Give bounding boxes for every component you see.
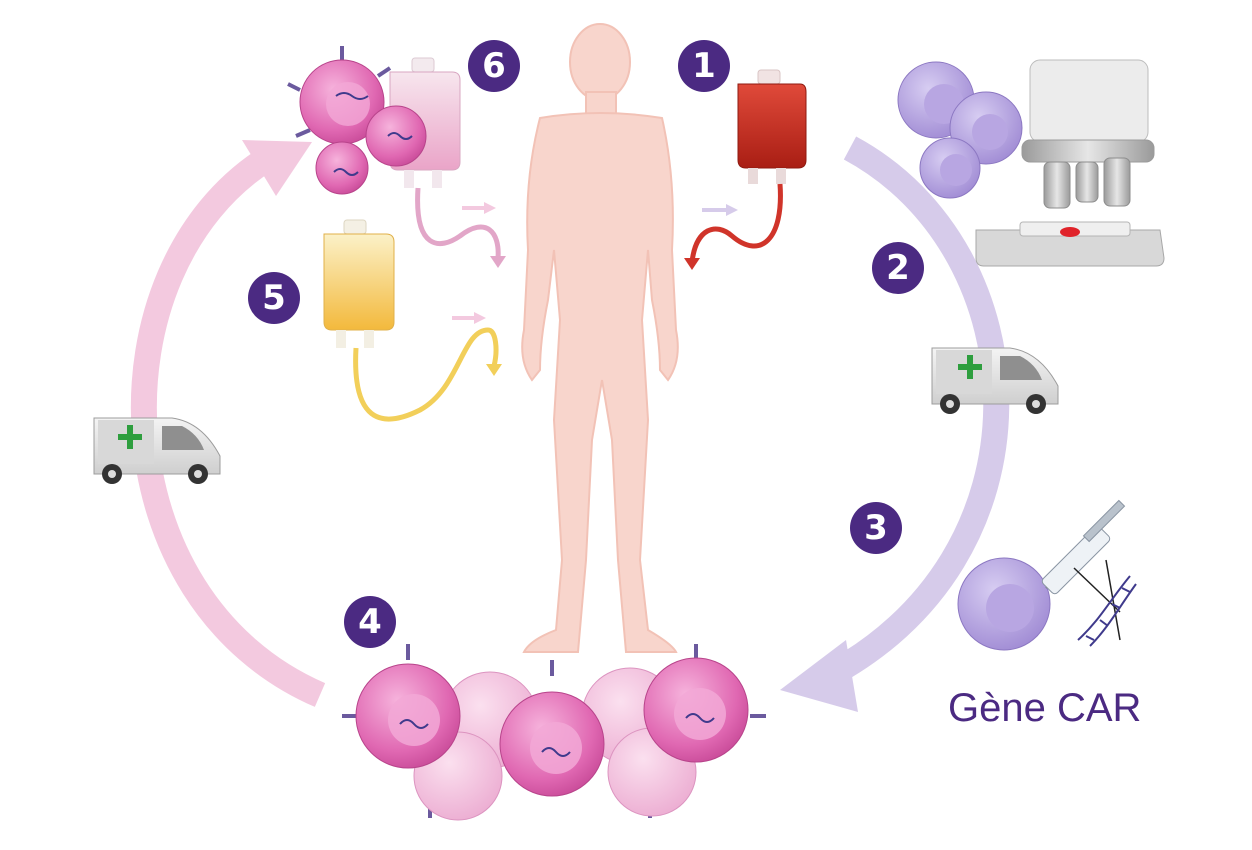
step-6-badge: 6 — [468, 40, 520, 92]
microscope-icon — [975, 59, 1165, 267]
step-3-badge: 3 — [850, 502, 902, 554]
step-4-badge: 4 — [344, 596, 396, 648]
lymphocyte-cell-icon — [957, 557, 1051, 651]
lymphocyte-cell-icon — [897, 61, 1023, 199]
syringe-icon — [1041, 499, 1126, 641]
blood-bag-red-icon — [684, 69, 807, 270]
step-1-badge: 1 — [678, 40, 730, 92]
blood-bag-yellow-icon — [323, 219, 502, 422]
ambulance-van-icon — [931, 347, 1059, 414]
human-body-icon — [521, 23, 679, 653]
car-t-cell-icon — [287, 46, 427, 195]
dna-helix-icon — [1077, 575, 1137, 647]
ambulance-van-icon — [93, 417, 221, 484]
step-5-badge: 5 — [248, 272, 300, 324]
car-t-cell-icon — [342, 644, 766, 821]
step-2-badge: 2 — [872, 242, 924, 294]
gene-car-label: Gène CAR — [948, 686, 1142, 730]
